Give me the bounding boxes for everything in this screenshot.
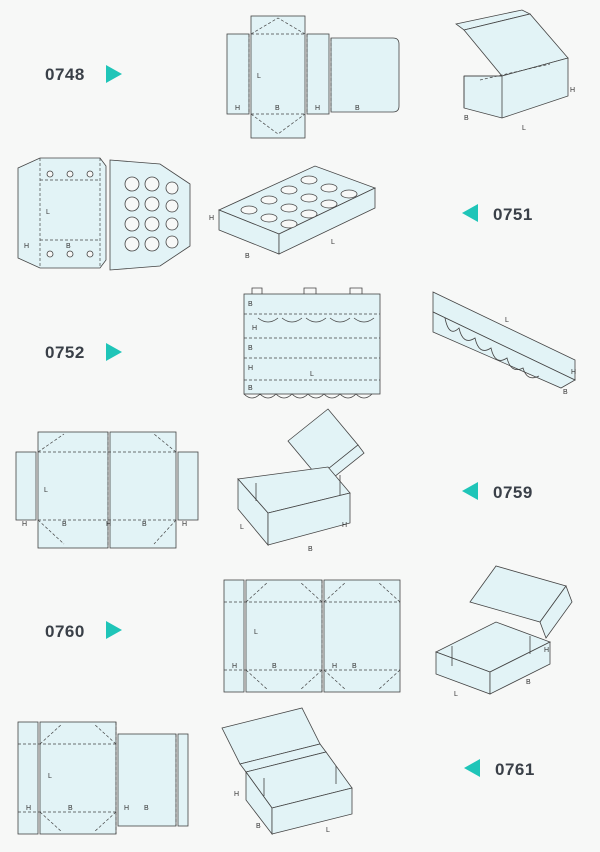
dim-label-b: B <box>256 823 261 830</box>
box-3d-0752: L H B <box>432 291 576 396</box>
dim-label-h: H <box>22 521 27 528</box>
style-code-0752: 0752 <box>45 343 85 362</box>
dim-label-h: H <box>209 215 214 222</box>
dim-label-b: B <box>464 115 469 122</box>
dim-label-h: H <box>570 87 575 94</box>
dim-label-h: H <box>182 521 187 528</box>
dim-label-b: B <box>66 243 71 250</box>
dim-label-l: L <box>454 691 458 698</box>
dim-label-b: B <box>68 805 73 812</box>
flat-blank-0751: L H B <box>17 157 191 271</box>
box-3d-0760: L H B <box>434 565 573 698</box>
flat-blank-0748: L H B H B <box>226 15 400 139</box>
dim-label-b: B <box>308 546 313 553</box>
dim-label-b: B <box>563 389 568 396</box>
flat-blank-0752: B H B H L B <box>243 287 381 399</box>
style-code-0751: 0751 <box>493 205 533 224</box>
dim-label-b: B <box>275 105 280 112</box>
dim-label-h: H <box>26 805 31 812</box>
style-code-0761: 0761 <box>495 760 535 779</box>
dim-label-h: H <box>315 105 320 112</box>
arrow-left-icon <box>462 482 478 500</box>
dim-label-h: H <box>248 365 253 372</box>
style-code-0760: 0760 <box>45 622 85 641</box>
dim-label-l: L <box>44 487 48 494</box>
flat-blank-0759: L H B H B H <box>15 431 199 549</box>
dim-label-h: H <box>544 647 549 654</box>
arrow-right-icon <box>106 65 122 83</box>
box-3d-0759: L H B <box>237 408 365 553</box>
dim-label-b: B <box>248 301 253 308</box>
box-3d-0761: H B L <box>221 707 353 836</box>
dim-label-l: L <box>326 827 330 834</box>
box-3d-0751: H B L <box>209 165 377 260</box>
dim-label-l: L <box>505 317 509 324</box>
dim-label-h: H <box>252 325 257 332</box>
box-3d-0748: H B L <box>455 9 575 132</box>
dim-label-l: L <box>331 239 335 246</box>
hole-circles <box>46 170 179 258</box>
flat-blank-0760: L H B H B <box>223 579 401 693</box>
dim-label-b: B <box>144 805 149 812</box>
dim-label-b: B <box>142 521 147 528</box>
dim-label-b: B <box>355 105 360 112</box>
dim-label-l: L <box>310 371 314 378</box>
dim-label-l: L <box>240 524 244 531</box>
dim-label-l: L <box>257 73 261 80</box>
dim-label-h: H <box>235 105 240 112</box>
dim-label-l: L <box>46 209 50 216</box>
dim-label-l: L <box>254 629 258 636</box>
arrow-right-icon <box>106 621 122 639</box>
flat-blank-0761: L H B H B <box>17 721 189 835</box>
dim-label-b: B <box>248 345 253 352</box>
dim-label-h: H <box>234 791 239 798</box>
tray-holes <box>240 175 358 229</box>
dim-label-h: H <box>571 369 576 376</box>
arrow-left-icon <box>462 204 478 222</box>
dim-label-l: L <box>48 773 52 780</box>
style-code-0759: 0759 <box>493 483 533 502</box>
dim-label-h: H <box>332 663 337 670</box>
dim-label-h: H <box>24 243 29 250</box>
dim-label-h: H <box>232 663 237 670</box>
arrow-left-icon <box>464 759 480 777</box>
dim-label-b: B <box>248 385 253 392</box>
dim-label-h: H <box>124 805 129 812</box>
dim-label-b: B <box>526 679 531 686</box>
style-code-0748: 0748 <box>45 65 85 84</box>
dim-label-b: B <box>272 663 277 670</box>
dim-label-b: B <box>352 663 357 670</box>
arrow-right-icon <box>106 343 122 361</box>
dim-label-l: L <box>522 125 526 132</box>
dim-label-h: H <box>342 522 347 529</box>
dim-label-b: B <box>245 253 250 260</box>
dim-label-h: H <box>106 521 111 528</box>
dim-label-b: B <box>62 521 67 528</box>
